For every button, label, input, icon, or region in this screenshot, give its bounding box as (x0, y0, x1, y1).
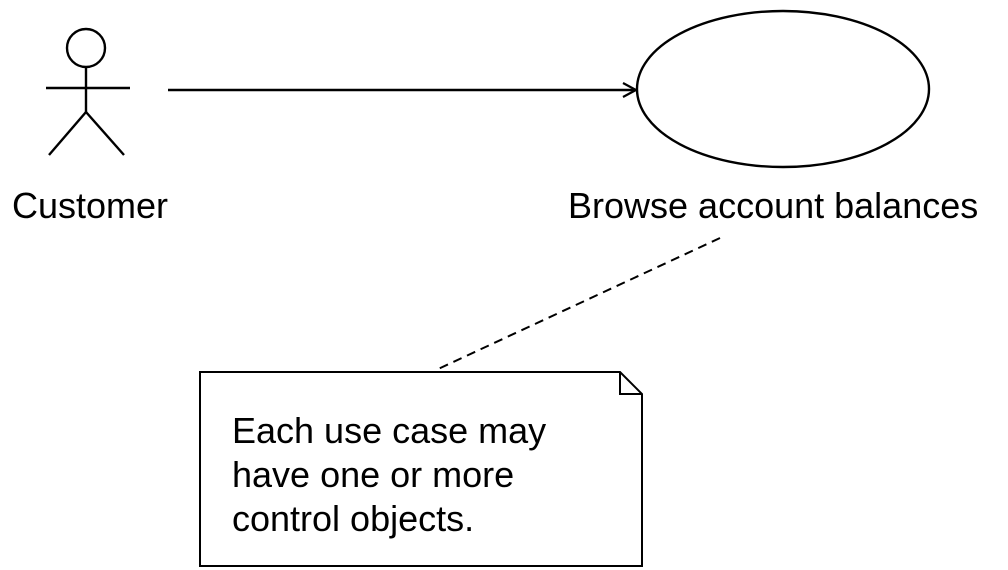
note-anchor-line (435, 237, 721, 371)
note-box (199, 371, 643, 567)
use-case-ellipse (635, 9, 931, 169)
note-outline (199, 371, 643, 567)
actor-head (65, 27, 107, 69)
note-line-2: have one or more (232, 454, 514, 495)
actor-label: Customer (12, 185, 168, 226)
actor-customer (46, 27, 130, 156)
note-line-3: control objects. (232, 498, 474, 539)
actor-right-leg (85, 111, 125, 156)
note-fold (619, 372, 642, 395)
note-line-1: Each use case may (232, 410, 546, 451)
use-case-label: Browse account balances (568, 185, 978, 226)
actor-left-leg (48, 111, 87, 156)
